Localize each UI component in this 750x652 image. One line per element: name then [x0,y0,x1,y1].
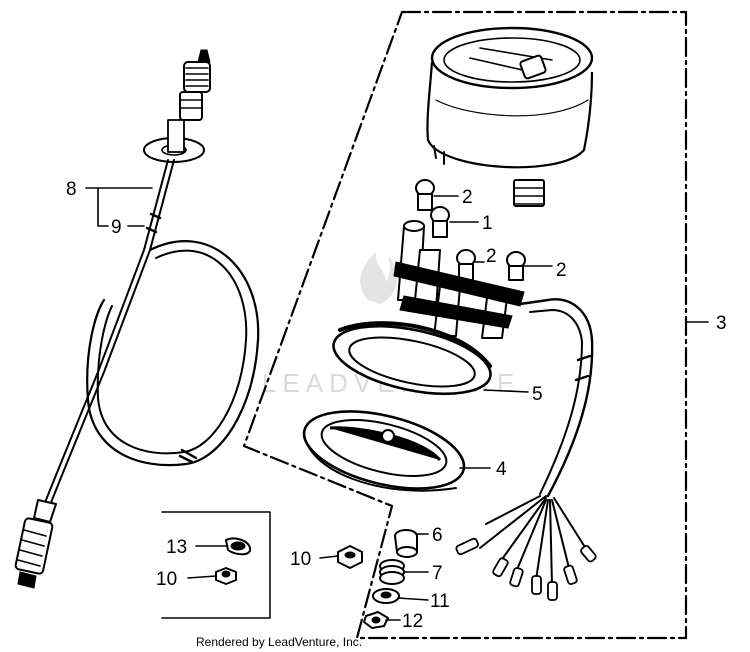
inset-box [161,511,271,619]
bulb-2-top [415,179,435,211]
speedometer-gauge [426,26,594,207]
wire-leads [455,495,597,601]
grommet-6 [394,529,418,558]
callout-10-inset: 10 [156,569,177,590]
callout-2-right: 2 [556,260,567,281]
callout-7: 7 [432,563,443,584]
callout-4: 4 [496,459,507,480]
hardware-parts [215,529,418,629]
callout-11: 11 [430,591,450,612]
nut-10 [337,545,363,569]
callout-8: 8 [66,179,77,200]
render-credit: Rendered by LeadVenture, Inc. [196,635,362,649]
callout-9: 9 [111,217,122,238]
callout-13: 13 [166,537,187,558]
callout-2-middle: 2 [486,246,497,267]
gauge-case [302,410,466,492]
callout-2-top: 2 [462,187,473,208]
leader-lines [85,187,709,621]
callout-10: 10 [290,549,311,570]
speedometer-cable [14,49,260,589]
bulb-1 [430,206,450,238]
assembly-boundary [242,10,688,640]
callout-3: 3 [716,313,727,334]
callout-12: 12 [402,611,423,632]
watermark-flame-icon [360,252,398,304]
washer-13 [225,537,252,556]
nut-10-inset [215,567,237,585]
gasket-ring [332,321,492,396]
bulbs [415,179,526,281]
spring-7 [379,559,405,585]
bulb-2-right [506,251,526,281]
washer-11 [372,588,400,604]
callout-1: 1 [482,213,493,234]
nut-12 [363,611,389,629]
socket-harness [393,220,594,498]
callout-6: 6 [432,525,443,546]
bulb-2-middle [456,249,476,281]
callout-5: 5 [532,384,543,405]
callouts: 2 1 2 2 3 5 4 6 7 11 12 10 13 10 8 9 [66,179,727,632]
